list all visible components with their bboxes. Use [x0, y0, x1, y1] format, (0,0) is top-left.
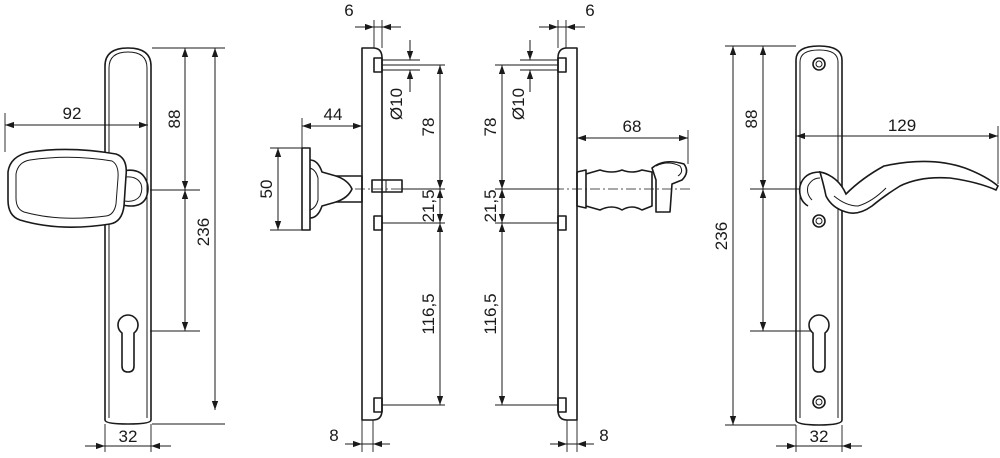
knob-side-profile — [301, 147, 311, 231]
front-lever-view: 129 88 236 32 — [712, 45, 999, 452]
dim-top-fixing-to-spindle-lever: 78 — [481, 118, 500, 137]
dim-fixing-diameter: Ø10 — [387, 88, 406, 120]
dim-plate-length: 236 — [194, 218, 213, 246]
side-lever-view: 6 Ø10 68 78 21,5 116,5 8 — [481, 1, 690, 452]
cylinder-cutout — [117, 314, 139, 373]
front-knob-view: 92 88 236 32 — [4, 47, 225, 452]
side-plate-lever — [557, 47, 578, 421]
dim-plate-length-lever: 236 — [712, 222, 731, 250]
dim-spindle-to-fixing: 21,5 — [419, 189, 438, 222]
dim-fixing-diameter-lever: Ø10 — [509, 88, 528, 120]
dim-knob-diameter: 50 — [257, 180, 276, 199]
dim-fixing-to-bottom-fixing-lever: 116,5 — [481, 293, 500, 334]
dim-top-fixing-to-spindle: 78 — [419, 118, 438, 137]
front-plate — [104, 47, 152, 425]
dim-knob-projection-side: 44 — [324, 105, 343, 124]
dim-plate-width-lever: 32 — [810, 427, 829, 446]
dim-spindle-to-cylinder: 88 — [165, 110, 184, 129]
dim-lever-length: 129 — [888, 116, 916, 135]
knob-face — [7, 148, 128, 228]
dim-knob-projection: 92 — [63, 104, 82, 123]
dim-spindle-to-fixing-lever: 21,5 — [481, 189, 500, 222]
dim-top-fixing-offset-lever: 6 — [585, 1, 594, 20]
side-plate — [361, 47, 383, 421]
side-knob-view: 6 Ø10 44 50 78 21,5 116,5 8 — [257, 1, 445, 452]
dim-lever-projection: 68 — [623, 117, 642, 136]
dim-plate-thickness-lever: 8 — [599, 426, 608, 445]
cylinder-cutout-lever — [808, 314, 830, 373]
dim-plate-thickness: 8 — [329, 426, 338, 445]
front-plate-lever — [795, 45, 843, 426]
dim-fixing-to-bottom-fixing: 116,5 — [419, 293, 438, 334]
dim-top-fixing-offset: 6 — [344, 1, 353, 20]
lever-side-profile — [576, 169, 587, 209]
lever-arm — [818, 160, 999, 214]
knob-rose — [117, 169, 149, 207]
dim-plate-width: 32 — [119, 427, 138, 446]
dim-spindle-to-cylinder-lever: 88 — [742, 110, 761, 129]
